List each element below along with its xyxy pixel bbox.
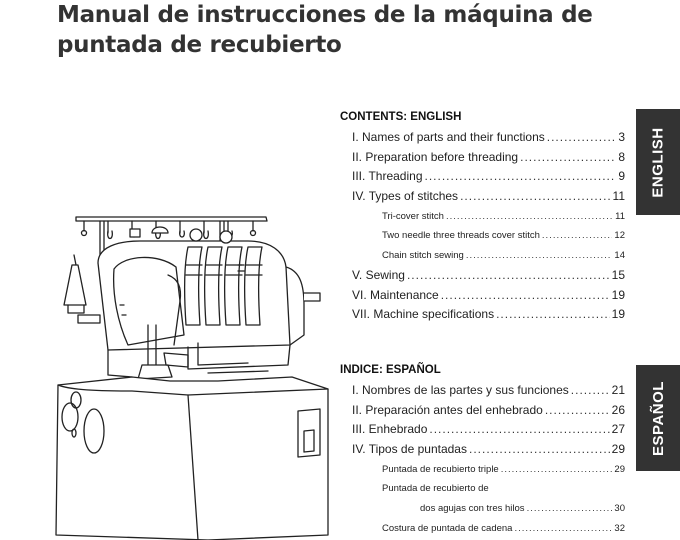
- manual-title: Manual de instrucciones de la máquina de…: [57, 0, 617, 60]
- toc-label: Two needle three threads cover stitch: [382, 230, 540, 242]
- toc-label: Costura de puntada de cadena: [382, 522, 513, 534]
- toc-entry[interactable]: III. Enhebrado 27: [340, 420, 625, 440]
- toc-label: I. Names of parts and their functions: [352, 130, 545, 144]
- toc-label: V. Sewing: [352, 267, 405, 282]
- toc-page: 27: [611, 422, 625, 437]
- toc-entry[interactable]: I. Names of parts and their functions 3: [340, 128, 625, 148]
- leader-dots: [446, 207, 613, 227]
- indice-espanol: INDICE: ESPAÑOL I. Nombres de las partes…: [340, 362, 625, 539]
- leader-dots: [441, 286, 610, 306]
- toc-page: 19: [611, 287, 625, 302]
- toc-page: 3: [618, 130, 625, 144]
- leader-dots: [466, 246, 613, 266]
- toc-label: I. Nombres de las partes y sus funciones: [352, 383, 569, 397]
- tab-espanol[interactable]: ESPAÑOL: [636, 365, 680, 471]
- toc-label: II. Preparation before threading: [352, 149, 519, 164]
- toc-subentry[interactable]: Tri-cover stitch 11: [340, 207, 625, 227]
- leader-dots: [571, 381, 610, 401]
- leader-dots: [545, 401, 610, 421]
- toc-label: IV. Types of stitches: [352, 189, 459, 204]
- contents-english: CONTENTS: ENGLISH I. Names of parts and …: [340, 109, 625, 325]
- leader-dots: [514, 519, 612, 539]
- toc-entry[interactable]: VI. Maintenance 19: [340, 286, 625, 306]
- toc-subentry[interactable]: Puntada de recubierto de: [340, 479, 625, 499]
- cover-stitch-machine-illustration: [55, 216, 329, 540]
- toc-page: 29: [614, 463, 625, 475]
- toc-entry[interactable]: IV. Tipos de puntadas 29: [340, 440, 625, 460]
- toc-page: 14: [614, 250, 625, 262]
- toc-page: 9: [618, 169, 625, 184]
- leader-dots: [542, 226, 613, 246]
- toc-page: 15: [611, 267, 625, 282]
- toc-page: 11: [615, 210, 625, 222]
- toc-page: 8: [618, 149, 625, 164]
- toc-page: 26: [611, 402, 625, 417]
- toc-label: II. Preparación antes del enhebrado: [352, 402, 543, 417]
- leader-dots: [501, 460, 613, 480]
- leader-dots: [429, 420, 609, 440]
- toc-subentry[interactable]: Puntada de recubierto triple 29: [340, 460, 625, 480]
- toc-page: 30: [614, 503, 625, 515]
- toc-page: 32: [614, 522, 625, 534]
- toc-subentry[interactable]: Two needle three threads cover stitch 12: [340, 226, 625, 246]
- indice-espanol-heading: INDICE: ESPAÑOL: [340, 364, 441, 376]
- leader-dots: [469, 440, 610, 460]
- leader-dots: [407, 266, 610, 286]
- contents-english-heading: CONTENTS: ENGLISH: [340, 111, 462, 123]
- toc-entry[interactable]: II. Preparación antes del enhebrado 26: [340, 401, 625, 421]
- toc-page: 29: [611, 442, 625, 457]
- tab-espanol-label: ESPAÑOL: [649, 380, 667, 456]
- toc-page: 21: [611, 383, 625, 397]
- toc-label: Tri-cover stitch: [382, 210, 444, 222]
- leader-dots: [496, 305, 610, 325]
- toc-subentry-continued[interactable]: dos agujas con tres hilos 30: [340, 499, 625, 519]
- leader-dots: [547, 128, 617, 148]
- toc-label: Puntada de recubierto de: [382, 483, 489, 495]
- tab-english[interactable]: ENGLISH: [636, 109, 680, 215]
- toc-page: 19: [611, 307, 625, 322]
- toc-label: VI. Maintenance: [352, 287, 439, 302]
- toc-entry[interactable]: II. Preparation before threading 8: [340, 148, 625, 168]
- toc-label: III. Threading: [352, 169, 423, 184]
- toc-label: VII. Machine specifications: [352, 307, 495, 322]
- toc-label: III. Enhebrado: [352, 422, 428, 437]
- leader-dots: [527, 499, 613, 519]
- toc-page: 11: [612, 189, 625, 204]
- toc-label: Puntada de recubierto triple: [382, 463, 499, 475]
- toc-entry[interactable]: IV. Types of stitches 11: [340, 187, 625, 207]
- toc-entry[interactable]: I. Nombres de las partes y sus funciones…: [340, 381, 625, 401]
- leader-dots: [520, 148, 616, 168]
- leader-dots: [425, 167, 617, 187]
- toc-subentry[interactable]: Costura de puntada de cadena 32: [340, 519, 625, 539]
- title-line-2: puntada de recubierto: [57, 32, 342, 58]
- toc-label: dos agujas con tres hilos: [420, 503, 525, 515]
- toc-entry[interactable]: III. Threading 9: [340, 167, 625, 187]
- toc-page: 12: [614, 230, 625, 242]
- toc-entry[interactable]: VII. Machine specifications 19: [340, 305, 625, 325]
- toc-subentry[interactable]: Chain stitch sewing 14: [340, 246, 625, 266]
- toc-label: Chain stitch sewing: [382, 250, 464, 262]
- toc-label: IV. Tipos de puntadas: [352, 442, 467, 457]
- toc-entry[interactable]: V. Sewing 15: [340, 266, 625, 286]
- leader-dots: [460, 187, 610, 207]
- tab-english-label: ENGLISH: [649, 126, 667, 198]
- title-line-1: Manual de instrucciones de la máquina de: [57, 2, 593, 28]
